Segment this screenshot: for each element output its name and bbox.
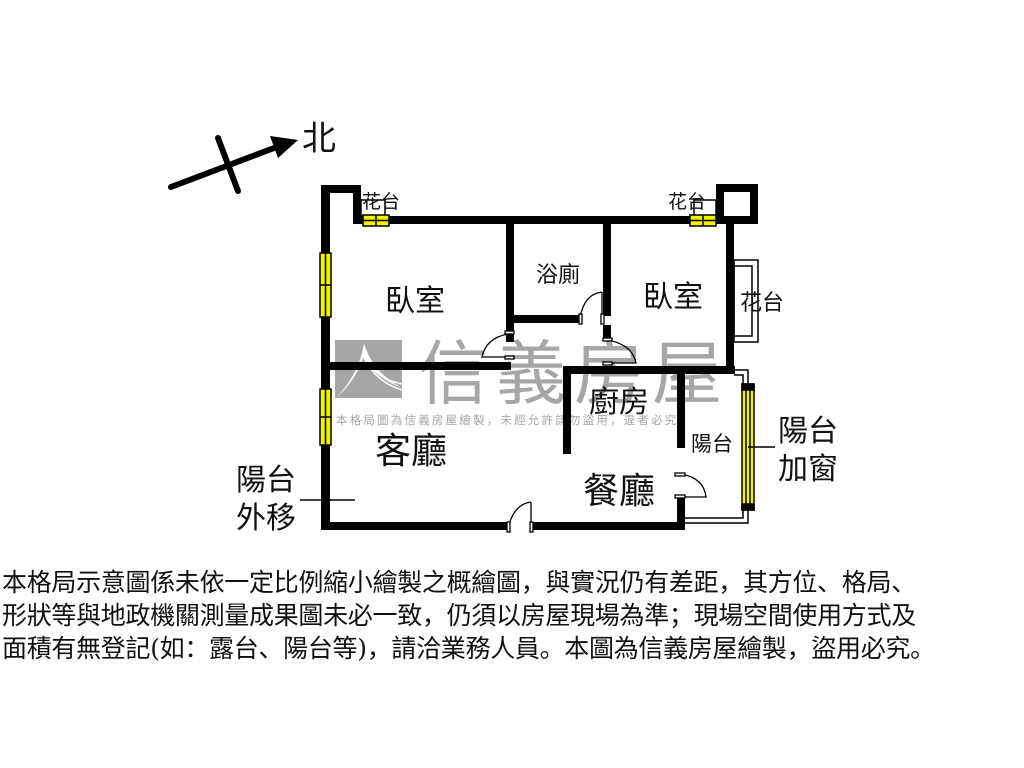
disclaimer: 本格局示意圖係未依一定比例縮小繪製之概繪圖，與實況仍有差距，其方位、格局、 形狀… xyxy=(2,566,1024,665)
disclaimer-line-2: 形狀等與地政機關測量成果圖未必一致，仍須以房屋現場為準；現場空間使用方式及 xyxy=(2,601,916,630)
dining-room-label: 餐廳 xyxy=(583,471,655,512)
walls xyxy=(321,184,758,530)
living-room-label: 客廳 xyxy=(375,431,447,472)
balcony-label: 陽台 xyxy=(691,432,733,456)
disclaimer-line-1: 本格局示意圖係未依一定比例縮小繪製之概繪圖，與實況仍有差距，其方位、格局、 xyxy=(2,568,916,597)
planter-right-label: 花台 xyxy=(740,291,784,316)
bedroom-right-label: 臥室 xyxy=(643,280,703,315)
planter-top-left-label: 花台 xyxy=(362,191,400,213)
balcony-moved-label-line2: 外移 xyxy=(236,501,296,536)
bathroom-label: 浴廁 xyxy=(536,263,580,288)
bedroom-left-label: 臥室 xyxy=(385,284,445,319)
balcony-window-label-line1: 陽台 xyxy=(778,414,838,449)
balcony-window-label-line2: 加窗 xyxy=(778,452,838,487)
planter-right xyxy=(733,259,759,343)
disclaimer-line-3: 面積有無登記(如：露台、陽台等)，請洽業務人員。本圖為信義房屋繪製，盜用必究。 xyxy=(2,634,935,663)
north-arrow-icon xyxy=(168,135,298,194)
watermark-notice: 本格局圖為信義房屋繪製，未經允許請勿盜用，違者必究 xyxy=(336,413,679,427)
windows xyxy=(319,214,755,511)
balcony-moved-label-line1: 陽台 xyxy=(236,463,296,498)
doors xyxy=(481,291,707,533)
compass-label: 北 xyxy=(302,119,336,159)
planter-top-right-label: 花台 xyxy=(668,191,706,213)
kitchen-label: 廚房 xyxy=(589,385,649,420)
balcony-outline xyxy=(685,369,749,524)
planter-top-boxes xyxy=(360,199,717,217)
